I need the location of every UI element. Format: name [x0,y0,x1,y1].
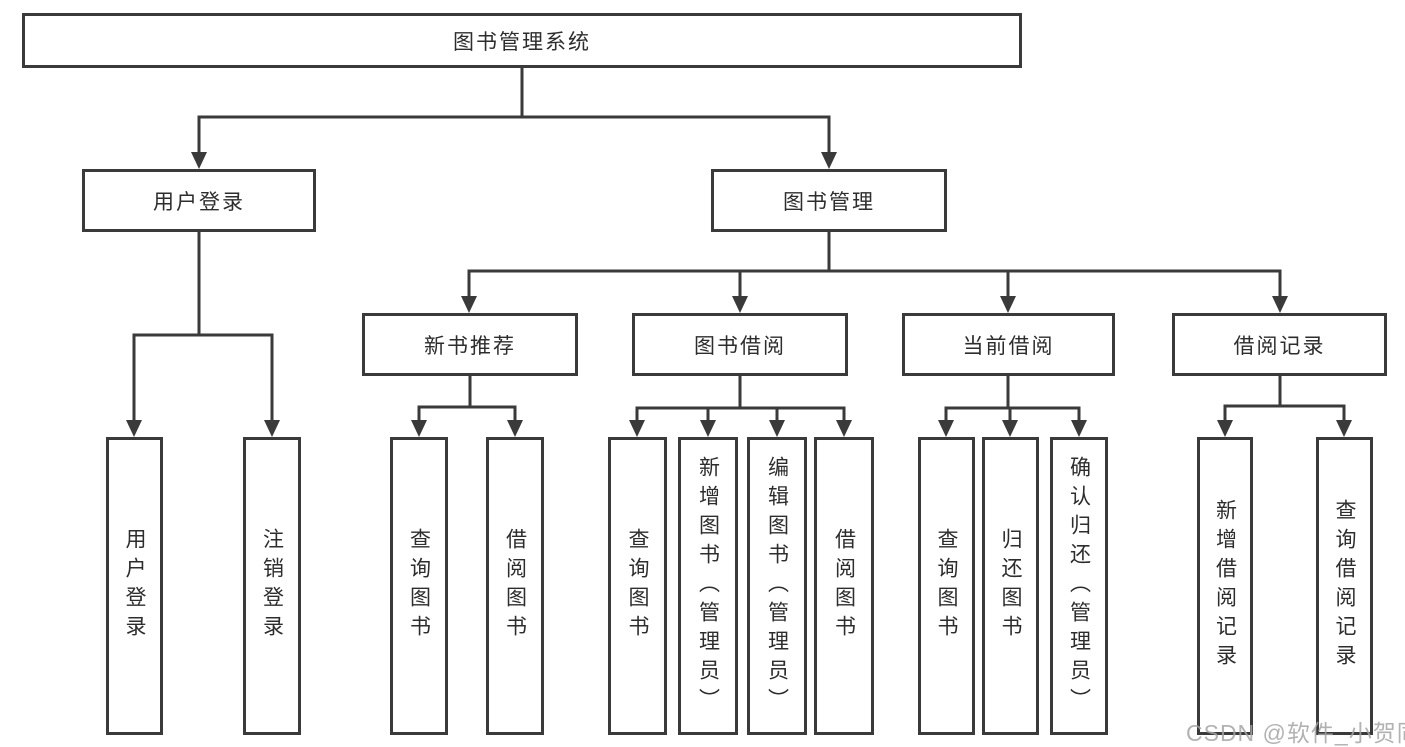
node-library-system: 图书管理系统 [22,13,1022,68]
watermark: CSDN @软件_小贺同学 [1186,720,1405,746]
leaf-query-books-current-label: 查询图书 [935,528,958,644]
leaf-user-login: 用户登录 [106,437,163,735]
leaf-add-books-admin-label: 新增图书（管理员） [696,455,720,717]
leaf-borrow-books-borrowing: 借阅图书 [814,437,874,735]
node-current-borrowing: 当前借阅 [902,313,1115,376]
leaf-edit-books-admin: 编辑图书（管理员） [747,437,807,735]
leaf-query-books-borrowing: 查询图书 [608,437,667,735]
leaf-borrow-books-borrowing-label: 借阅图书 [832,528,856,644]
leaf-borrow-books-recommend-label: 借阅图书 [503,528,527,644]
node-borrowing-records: 借阅记录 [1172,313,1387,376]
node-new-book-recommendation: 新书推荐 [362,313,578,376]
node-book-management: 图书管理 [711,169,947,232]
leaf-query-books-borrowing-label: 查询图书 [626,528,649,644]
leaf-return-books: 归还图书 [982,437,1039,735]
leaf-query-borrow-record-label: 查询借阅记录 [1333,499,1356,673]
leaf-add-borrow-record-label: 新增借阅记录 [1213,499,1237,673]
leaf-query-borrow-record: 查询借阅记录 [1316,437,1373,735]
leaf-query-books-recommend-label: 查询图书 [407,528,431,644]
leaf-user-login-label: 用户登录 [123,528,146,644]
leaf-confirm-return-admin: 确认归还（管理员） [1050,437,1108,735]
leaf-edit-books-admin-label: 编辑图书（管理员） [765,455,789,717]
leaf-borrow-books-recommend: 借阅图书 [486,437,544,735]
leaf-add-borrow-record: 新增借阅记录 [1197,437,1253,735]
leaf-add-books-admin: 新增图书（管理员） [678,437,738,735]
leaf-query-books-recommend: 查询图书 [390,437,448,735]
leaf-logout: 注销登录 [243,437,301,735]
node-user-login: 用户登录 [82,169,316,232]
leaf-return-books-label: 归还图书 [999,528,1022,644]
leaf-logout-label: 注销登录 [260,528,284,644]
leaf-query-books-current: 查询图书 [918,437,975,735]
node-book-borrowing: 图书借阅 [632,313,848,376]
leaf-confirm-return-admin-label: 确认归还（管理员） [1067,455,1091,717]
